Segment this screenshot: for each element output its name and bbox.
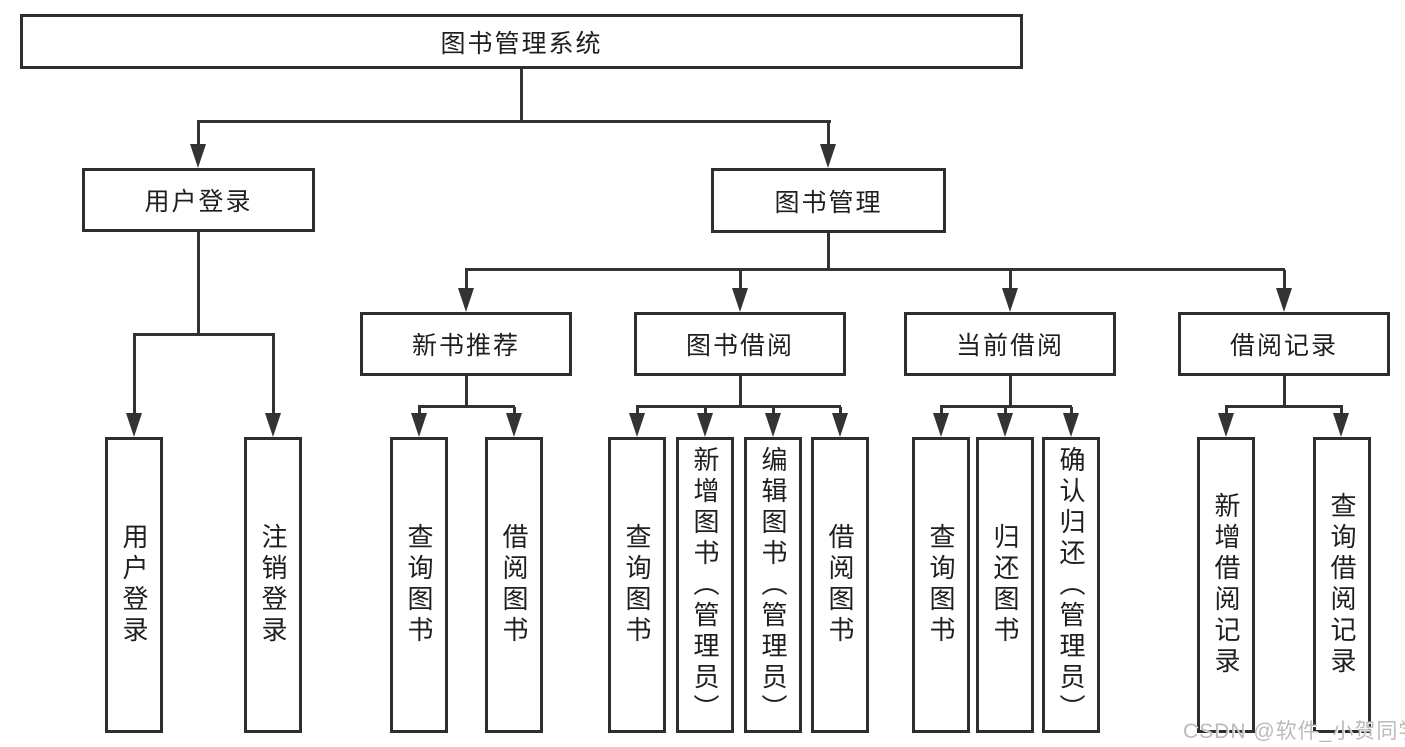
connector-drop-leaf-logout bbox=[272, 335, 275, 423]
leaf-query-book-2: 查询图书 bbox=[608, 437, 666, 733]
leaf-query-book-1: 查询图书 bbox=[390, 437, 448, 733]
connector-br-drop-1 bbox=[1225, 407, 1228, 417]
connector-bb-drop-2 bbox=[704, 407, 707, 417]
connector-cb-trunk bbox=[1009, 376, 1012, 407]
leaf-add-borrow-record: 新增借阅记录 bbox=[1197, 437, 1255, 733]
node-root: 图书管理系统 bbox=[20, 14, 1023, 69]
arrowhead-book-mgmt bbox=[820, 144, 836, 168]
arrowhead-cb-3 bbox=[1063, 413, 1079, 437]
connector-drop-l3-2 bbox=[739, 270, 742, 294]
leaf-logout: 注销登录 bbox=[244, 437, 302, 733]
connector-cb-drop-3 bbox=[1070, 407, 1073, 417]
arrowhead-br-2 bbox=[1333, 413, 1349, 437]
arrowhead-cb-1 bbox=[933, 413, 949, 437]
connector-cb-drop-2 bbox=[1004, 407, 1007, 417]
connector-bm-trunk bbox=[827, 233, 830, 270]
connector-drop-leaf-login bbox=[133, 335, 136, 423]
node-borrow-record: 借阅记录 bbox=[1178, 312, 1390, 376]
node-book-management: 图书管理 bbox=[711, 168, 946, 233]
connector-drop-l3-1 bbox=[465, 270, 468, 294]
arrowhead-leaf-logout bbox=[265, 413, 281, 437]
connector-bb-drop-1 bbox=[636, 407, 639, 417]
connector-cb-bar bbox=[940, 405, 1072, 408]
leaf-borrow-book-2: 借阅图书 bbox=[811, 437, 869, 733]
connector-user-trunk bbox=[197, 232, 200, 335]
connector-drop-book-mgmt bbox=[827, 122, 830, 154]
arrowhead-bb-1 bbox=[629, 413, 645, 437]
connector-br-trunk bbox=[1283, 376, 1286, 407]
leaf-add-book-admin: 新增图书（管理员） bbox=[676, 437, 734, 733]
arrowhead-l3-1 bbox=[458, 288, 474, 312]
node-current-borrow: 当前借阅 bbox=[904, 312, 1116, 376]
csdn-watermark: CSDN @软件_小贺同学 bbox=[1183, 720, 1405, 743]
connector-bb-drop-4 bbox=[839, 407, 842, 417]
leaf-query-book-3: 查询图书 bbox=[912, 437, 970, 733]
arrowhead-l3-3 bbox=[1002, 288, 1018, 312]
connector-bb-bar bbox=[636, 405, 841, 408]
connector-nbr-drop-1 bbox=[418, 407, 421, 417]
arrowhead-bb-4 bbox=[832, 413, 848, 437]
arrowhead-br-1 bbox=[1218, 413, 1234, 437]
node-user-login: 用户登录 bbox=[82, 168, 315, 232]
arrowhead-cb-2 bbox=[997, 413, 1013, 437]
connector-nbr-drop-2 bbox=[513, 407, 516, 417]
leaf-query-borrow-record: 查询借阅记录 bbox=[1313, 437, 1371, 733]
connector-bb-drop-3 bbox=[772, 407, 775, 417]
node-new-book-recommend: 新书推荐 bbox=[360, 312, 572, 376]
connector-drop-l3-3 bbox=[1009, 270, 1012, 294]
connector-drop-user-login bbox=[197, 122, 200, 154]
connector-level1-bar bbox=[197, 120, 831, 123]
leaf-return-book: 归还图书 bbox=[976, 437, 1034, 733]
connector-bm-bar bbox=[465, 268, 1285, 271]
connector-nbr-bar bbox=[418, 405, 515, 408]
arrowhead-user-login bbox=[190, 144, 206, 168]
arrowhead-l3-4 bbox=[1276, 288, 1292, 312]
connector-br-bar bbox=[1225, 405, 1343, 408]
arrowhead-bb-3 bbox=[765, 413, 781, 437]
connector-user-bar bbox=[133, 333, 275, 336]
leaf-confirm-return-admin: 确认归还（管理员） bbox=[1042, 437, 1100, 733]
connector-drop-l3-4 bbox=[1283, 270, 1286, 294]
arrowhead-leaf-login bbox=[126, 413, 142, 437]
connector-br-drop-2 bbox=[1340, 407, 1343, 417]
leaf-borrow-book-1: 借阅图书 bbox=[485, 437, 543, 733]
connector-cb-drop-1 bbox=[940, 407, 943, 417]
arrowhead-nbr-1 bbox=[411, 413, 427, 437]
node-book-borrow: 图书借阅 bbox=[634, 312, 846, 376]
arrowhead-nbr-2 bbox=[506, 413, 522, 437]
arrowhead-bb-2 bbox=[697, 413, 713, 437]
connector-root-trunk bbox=[520, 69, 523, 122]
connector-bb-trunk bbox=[739, 376, 742, 407]
arrowhead-l3-2 bbox=[732, 288, 748, 312]
leaf-user-login: 用户登录 bbox=[105, 437, 163, 733]
leaf-edit-book-admin: 编辑图书（管理员） bbox=[744, 437, 802, 733]
connector-nbr-trunk bbox=[465, 376, 468, 407]
